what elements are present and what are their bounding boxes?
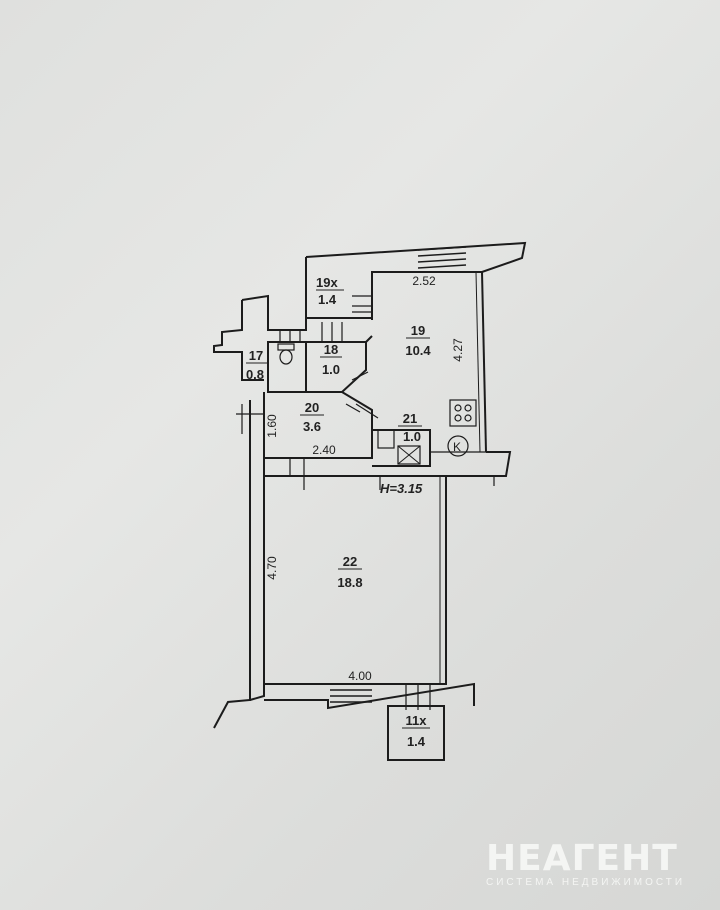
ticks-19x — [352, 295, 372, 313]
window-bottom — [330, 689, 372, 703]
room-22-area: 18.8 — [337, 575, 362, 590]
room-22-number: 22 — [343, 554, 357, 569]
dim-4-00: 4.00 — [348, 669, 372, 683]
wall-diagonal — [341, 391, 373, 430]
room-18-number: 18 — [324, 342, 338, 357]
wall-21 — [372, 429, 431, 467]
wall-left-top — [241, 294, 307, 331]
stove-mark: K — [453, 440, 461, 454]
room-19x-number: 19х — [316, 275, 338, 290]
room-11x-number: 11х — [406, 713, 428, 728]
wall-left-22 — [213, 400, 251, 729]
room-19x-area: 1.4 — [318, 292, 337, 307]
room-21-area: 1.0 — [403, 429, 421, 444]
room-19-area: 10.4 — [405, 343, 431, 358]
shower-icon — [397, 445, 421, 465]
wall-middle — [263, 451, 512, 477]
wall-20 — [263, 392, 373, 459]
wall-18 — [305, 341, 367, 393]
room-21-number: 21 — [403, 411, 417, 426]
room-17-area: 0.8 — [246, 367, 264, 382]
watermark: НЕАГЕНТ СИСТЕМА НЕДВИЖИМОСТИ — [486, 838, 685, 888]
room-18-area: 1.0 — [322, 362, 340, 377]
boiler-icon — [447, 435, 469, 457]
dim-4-70: 4.70 — [265, 556, 279, 580]
wall-left-17 — [213, 300, 264, 381]
room-20-area: 3.6 — [303, 419, 321, 434]
wall-right-19 — [481, 271, 487, 453]
toilet-icon — [277, 343, 295, 365]
ceiling-height: H=3.15 — [380, 481, 423, 496]
watermark-logo: НЕАГЕНТ — [486, 838, 678, 879]
wall-bottom — [249, 682, 475, 710]
room-20-number: 20 — [305, 400, 319, 415]
wall-22 — [263, 476, 447, 685]
watermark-tagline: СИСТЕМА НЕДВИЖИМОСТИ — [486, 877, 686, 888]
room-19-number: 19 — [411, 323, 425, 338]
dim-1-60: 1.60 — [265, 414, 279, 438]
dim-2-52: 2.52 — [412, 274, 436, 288]
wall-top — [305, 241, 527, 320]
dim-2-40: 2.40 — [312, 443, 336, 457]
stove-icon — [449, 399, 477, 427]
dim-4-27: 4.27 — [451, 338, 465, 362]
room-17-number: 17 — [249, 348, 263, 363]
wall-11x — [387, 705, 445, 761]
window-top — [417, 246, 467, 269]
room-11x-area: 1.4 — [407, 734, 426, 749]
